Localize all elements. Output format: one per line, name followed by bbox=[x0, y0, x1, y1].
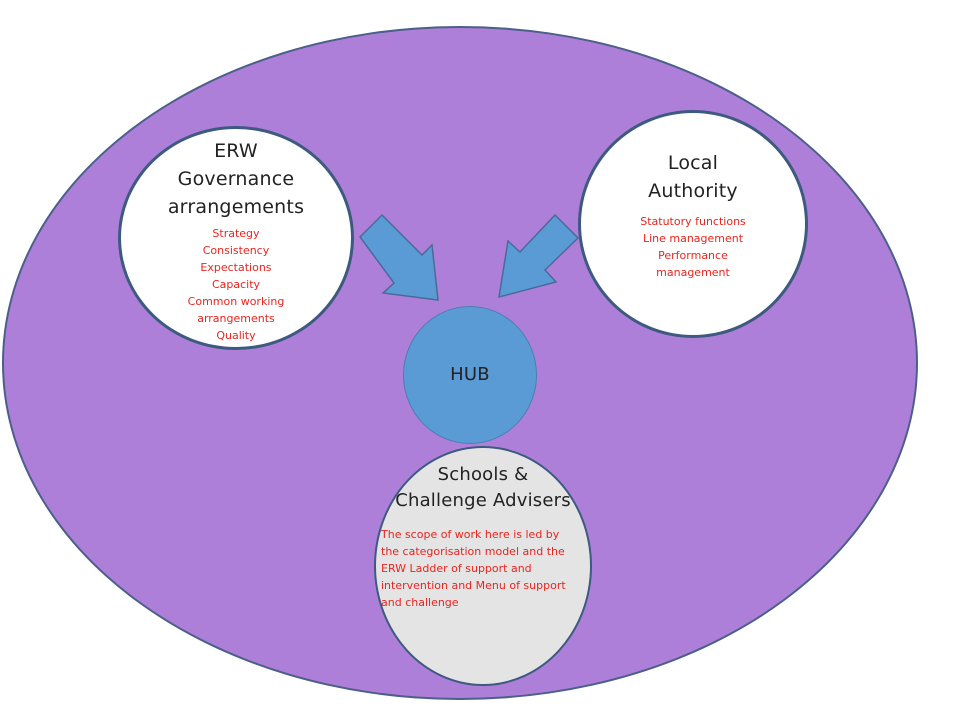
erw-item: Quality bbox=[216, 329, 256, 342]
schools-title-line: Schools & bbox=[437, 464, 529, 485]
erw-item: Common working bbox=[187, 295, 285, 308]
la-title-line: Local bbox=[667, 152, 719, 174]
erw-item: Strategy bbox=[212, 227, 260, 240]
erw-item: Consistency bbox=[202, 244, 270, 257]
la-item: Statutory functions bbox=[640, 215, 746, 228]
erw-item: arrangements bbox=[197, 312, 275, 325]
erw-title-line: ERW bbox=[214, 140, 258, 162]
erw-governance-circle: ERW Governance arrangements Strategy Con… bbox=[118, 126, 354, 350]
schools-description-line: intervention and Menu of support bbox=[381, 579, 566, 592]
schools-description: The scope of work here is led by the cat… bbox=[375, 526, 591, 611]
erw-item: Capacity bbox=[211, 278, 261, 291]
hub-title: HUB bbox=[450, 364, 490, 385]
schools-title: Schools & Challenge Advisers bbox=[395, 462, 571, 514]
erw-item: Expectations bbox=[200, 261, 272, 274]
schools-description-line: The scope of work here is led by bbox=[381, 528, 560, 541]
schools-description-line: the categorisation model and the bbox=[381, 545, 565, 558]
schools-circle: Schools & Challenge Advisers The scope o… bbox=[374, 446, 592, 686]
schools-title-line: Challenge Advisers bbox=[395, 490, 571, 511]
la-item: Performance bbox=[658, 249, 728, 262]
arrow-la-to-hub bbox=[498, 213, 580, 299]
la-item: Line management bbox=[642, 232, 744, 245]
schools-description-line: and challenge bbox=[381, 596, 459, 609]
schools-description-line: ERW Ladder of support and bbox=[381, 562, 532, 575]
local-authority-circle: Local Authority Statutory functions Line… bbox=[578, 110, 808, 338]
erw-title-line: arrangements bbox=[167, 196, 305, 218]
arrow-erw-to-hub bbox=[359, 213, 439, 301]
hub-circle: HUB bbox=[403, 306, 537, 444]
erw-title-line: Governance bbox=[177, 168, 295, 190]
la-title-line: Authority bbox=[648, 180, 738, 202]
la-title: Local Authority bbox=[648, 149, 738, 205]
la-items: Statutory functions Line management Perf… bbox=[640, 213, 746, 281]
erw-title: ERW Governance arrangements bbox=[168, 137, 304, 221]
la-item: management bbox=[656, 266, 730, 279]
erw-items: Strategy Consistency Expectations Capaci… bbox=[188, 225, 285, 344]
